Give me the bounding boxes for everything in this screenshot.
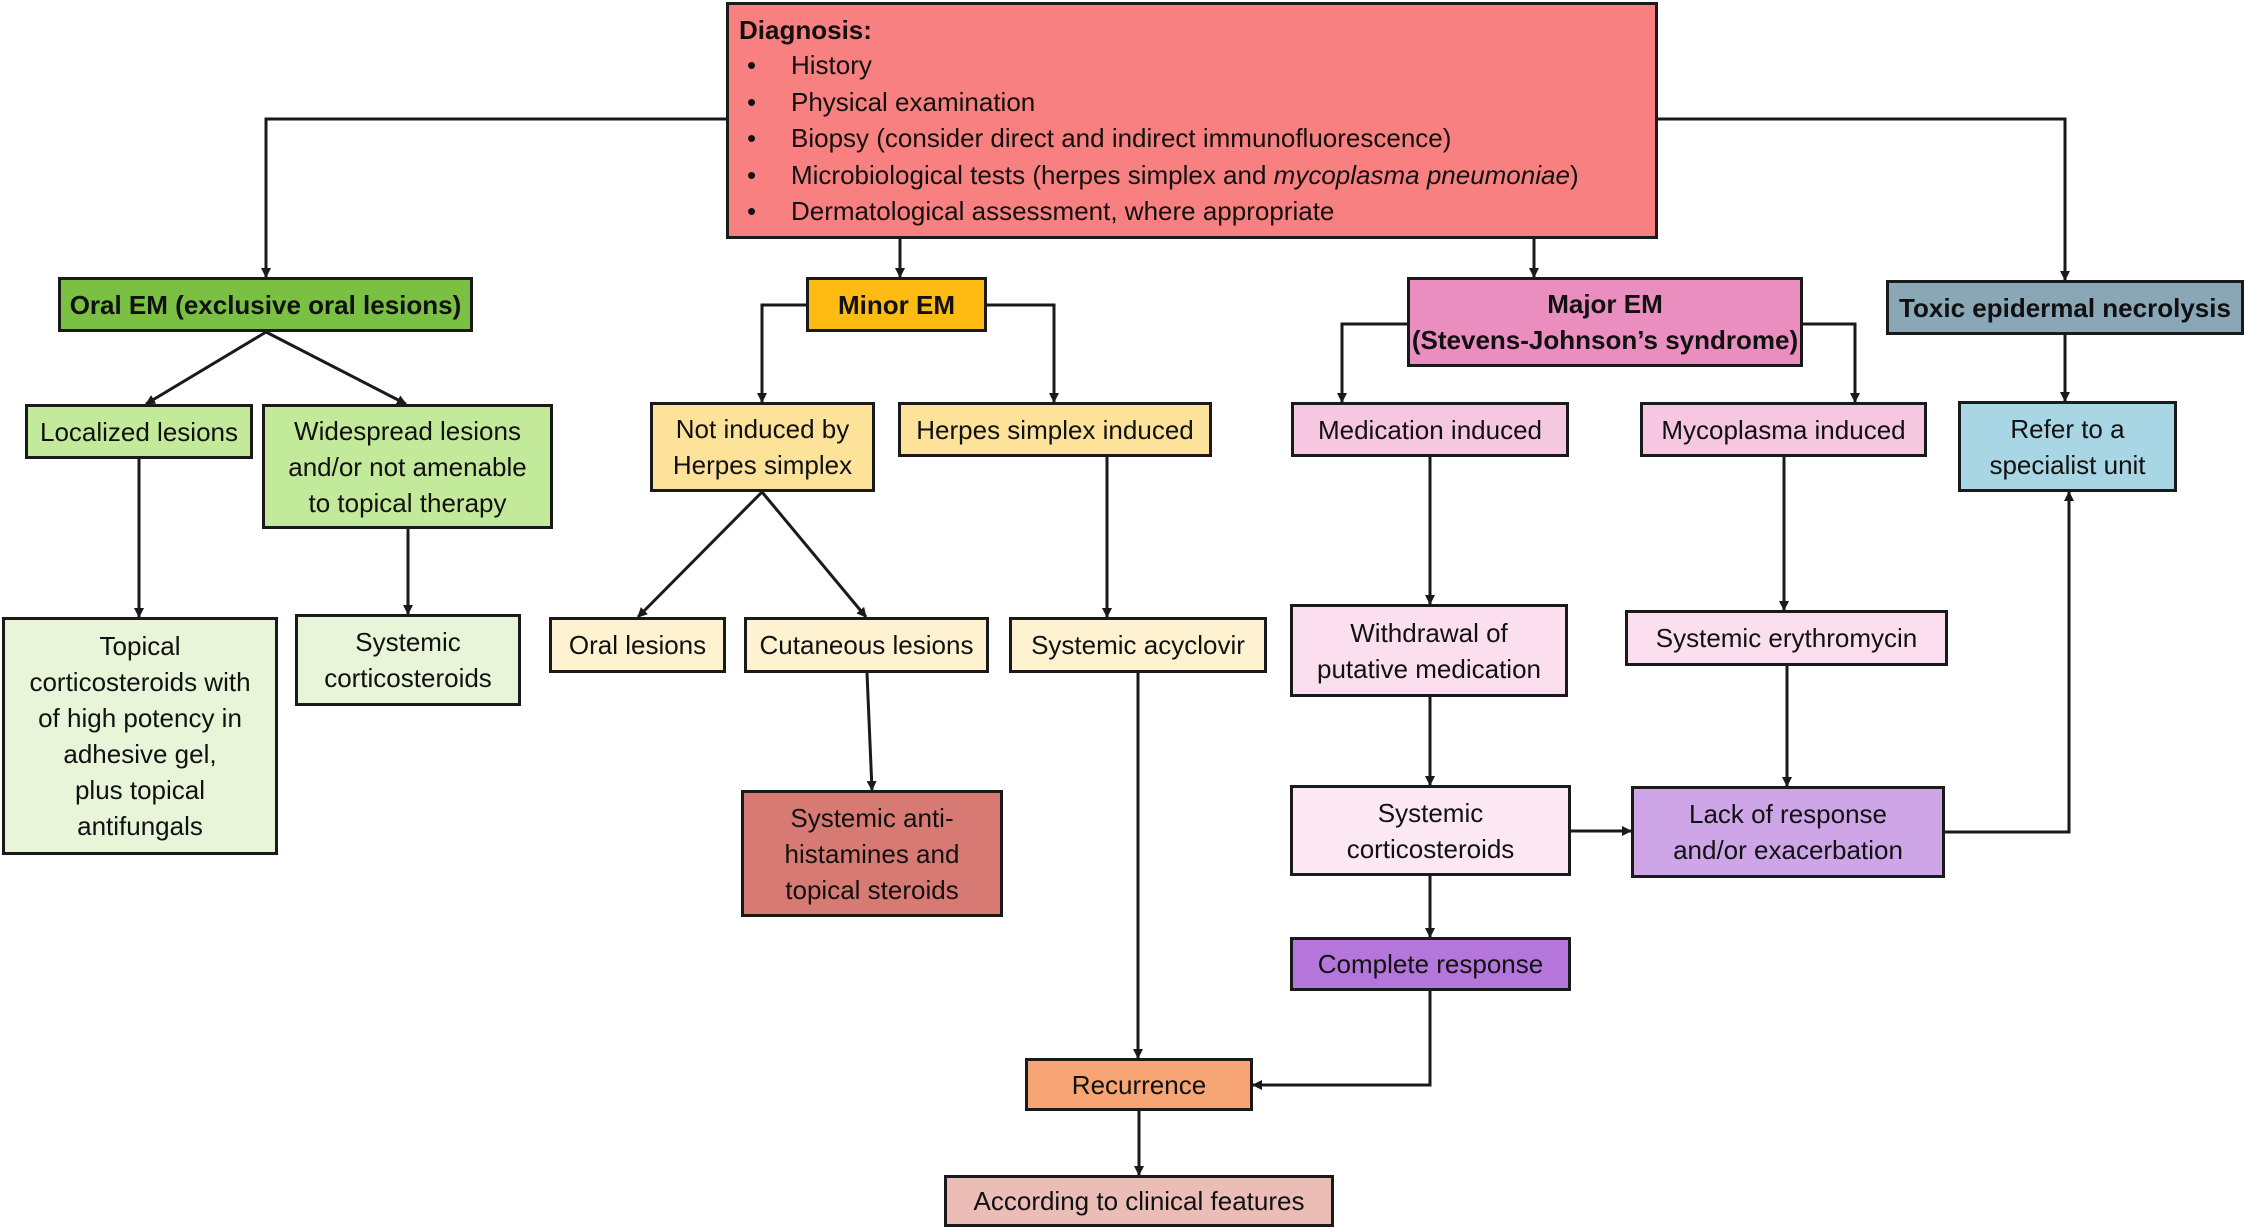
ten-box: Toxic epidermal necrolysis <box>1886 280 2244 335</box>
systemic-corticosteroids-oral-box: Systemic corticosteroids <box>295 614 521 706</box>
refer-specialist-box: Refer to a specialist unit <box>1958 401 2177 492</box>
systemic-acyclovir-box: Systemic acyclovir <box>1009 617 1267 673</box>
arrow-lack-to-refer <box>1945 491 2074 834</box>
complete-response-box: Complete response <box>1290 937 1571 991</box>
arrow-major-em-to-medication <box>1337 322 1407 403</box>
arrow-diagnosis-to-ten <box>1658 117 2070 281</box>
herpes-induced-box: Herpes simplex induced <box>898 402 1212 457</box>
arrow-diagnosis-to-oral-em <box>261 117 726 278</box>
oral-lesions-box: Oral lesions <box>549 617 726 673</box>
antihistamines-box: Systemic anti- histamines and topical st… <box>741 790 1003 917</box>
systemic-erythromycin-box: Systemic erythromycin <box>1625 610 1948 666</box>
diagnosis-item: •History <box>747 50 872 80</box>
arrow-oral-em-to-widespread <box>265 330 407 406</box>
oral-em-box: Oral EM (exclusive oral lesions) <box>58 277 473 332</box>
diagnosis-title: Diagnosis: <box>739 15 872 45</box>
mycoplasma-induced-box: Mycoplasma induced <box>1640 402 1927 457</box>
diagnosis-item: •Microbiological tests (herpes simplex a… <box>747 159 1579 190</box>
widespread-lesions-box: Widespread lesions and/or not amenable t… <box>262 404 553 529</box>
diagnosis-item: •Dermatological assessment, where approp… <box>747 196 1335 226</box>
minor-em-box: Minor EM <box>806 277 987 332</box>
localized-lesions-box: Localized lesions <box>25 404 253 459</box>
arrow-oral-em-to-localized <box>145 330 267 406</box>
systemic-corticosteroids-major-box: Systemic corticosteroids <box>1290 785 1571 876</box>
arrow-minor-em-to-not-herpes <box>757 303 806 403</box>
not-herpes-box: Not induced by Herpes simplex <box>650 402 875 492</box>
arrow-not-herpes-to-oral-lesions <box>636 490 764 619</box>
cutaneous-lesions-box: Cutaneous lesions <box>744 617 989 673</box>
arrow-cutaneous-to-antihistamines <box>865 672 877 791</box>
diagnosis-item: •Physical examination <box>747 86 1036 117</box>
arrow-major-em-to-mycoplasma <box>1803 322 1860 403</box>
withdrawal-medication-box: Withdrawal of putative medication <box>1290 604 1568 697</box>
diagnosis-item: •Biopsy (consider direct and indirect im… <box>747 123 1452 153</box>
medication-induced-box: Medication induced <box>1291 402 1569 457</box>
topical-corticosteroids-box: Topical corticosteroids with of high pot… <box>2 617 278 855</box>
diagnosis-list: •History •Physical examination •Biopsy (… <box>739 47 1579 230</box>
arrow-complete-to-recurrence <box>1252 991 1432 1090</box>
clinical-features-box: According to clinical features <box>944 1175 1334 1227</box>
diagnosis-box: Diagnosis: •History •Physical examinatio… <box>726 2 1658 239</box>
arrow-minor-em-to-herpes-induced <box>987 303 1059 403</box>
arrow-not-herpes-to-cutaneous <box>760 491 868 618</box>
lack-of-response-box: Lack of response and/or exacerbation <box>1631 786 1945 878</box>
major-em-box: Major EM (Stevens-Johnson’s syndrome) <box>1407 277 1803 367</box>
recurrence-box: Recurrence <box>1025 1058 1253 1111</box>
